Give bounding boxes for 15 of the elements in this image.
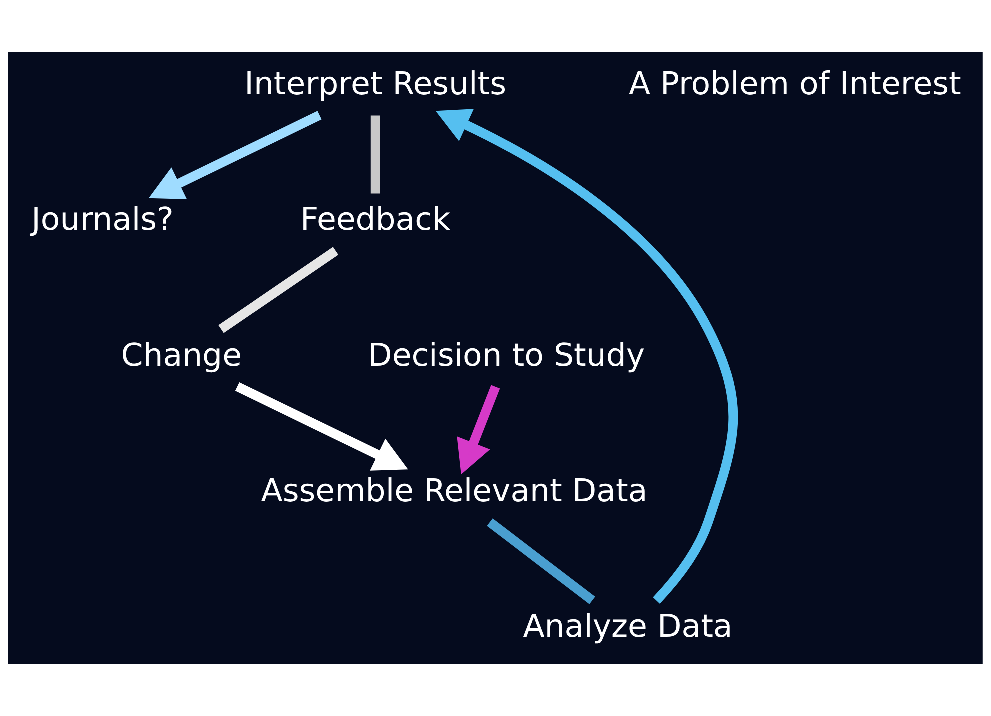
connector: [487, 518, 596, 604]
node-text: Feedback: [300, 202, 451, 238]
arrow: [457, 385, 500, 475]
connector: [370, 116, 380, 194]
node-text: Decision to Study: [368, 338, 646, 374]
node-text: Assemble Relevant Data: [261, 474, 648, 510]
node-text: Analyze Data: [523, 609, 733, 646]
arrow: [436, 109, 738, 604]
node-text: Interpret Results: [244, 66, 507, 103]
node-text: Journals?: [32, 202, 174, 238]
node-text: A Problem of Interest: [628, 66, 962, 103]
arrow: [235, 382, 408, 471]
arrow: [148, 111, 322, 200]
node-text: Change: [121, 338, 242, 374]
connector: [218, 247, 339, 334]
